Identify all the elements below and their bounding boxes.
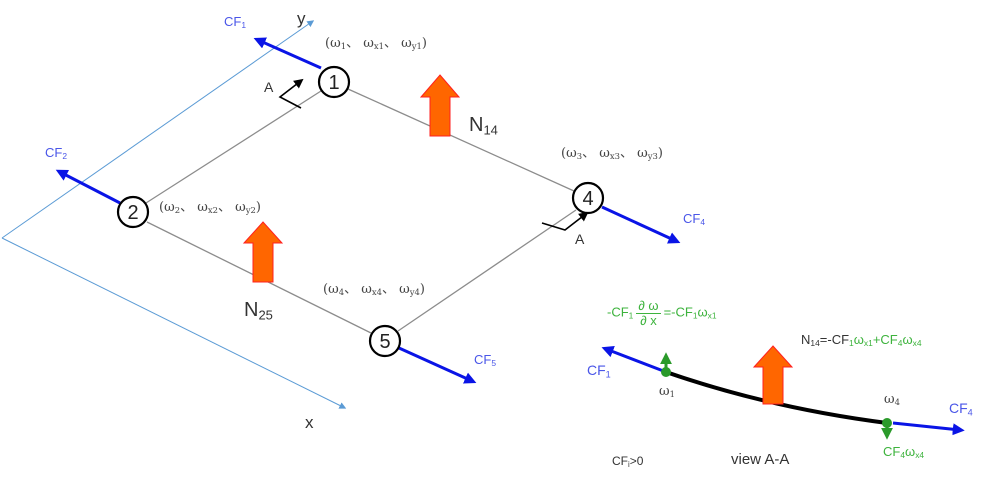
omega1-label: ω1	[659, 384, 675, 400]
edge-1-4	[347, 88, 575, 192]
section-a-bottom-label: A	[575, 231, 585, 247]
n25-label: N25	[244, 299, 273, 323]
left-boundary-formula: -CF1∂ ω∂ x=-CF1ωx1	[607, 298, 717, 328]
node-5-dof-label: (ω4、 ωx4、 ωy4)	[323, 282, 425, 298]
node-5-label: 5	[379, 331, 390, 353]
cf4-arrow	[601, 205, 681, 244]
n14-label: N14	[469, 114, 498, 138]
x-axis-label: x	[305, 413, 314, 432]
cf5-arrow	[398, 346, 477, 384]
view-title: view A-A	[731, 451, 790, 468]
n14-arrow	[419, 74, 461, 137]
view-cf1-arrow	[601, 345, 667, 374]
n14-formula: N14=-CF1ωx1+CF4ωx4	[801, 332, 922, 349]
node-2-label: 2	[127, 202, 138, 224]
n25-arrow	[242, 221, 284, 283]
omega4-label: ω4	[884, 392, 900, 408]
y-axis	[1, 20, 315, 239]
node-1	[317, 65, 351, 99]
node-4	[571, 181, 605, 215]
node-4-label: 4	[582, 188, 593, 210]
edge-2-1	[145, 90, 322, 204]
y-axis-label: y	[297, 9, 306, 28]
view-n14-arrow	[752, 345, 794, 405]
omega4-point	[882, 418, 892, 428]
node-2	[116, 195, 150, 229]
cf4-label: CF4	[683, 211, 706, 228]
node-1-dof-label: (ω1、 ωx1、 ωy1)	[325, 36, 427, 52]
cf-condition-label: CFi>0	[612, 454, 644, 469]
section-mark-top	[278, 78, 304, 109]
view-cf4-label: CF4	[949, 400, 973, 418]
cf2-label: CF2	[45, 145, 68, 162]
cf1-arrow	[253, 37, 322, 70]
cf4-wx4-label: CF4ωx4	[883, 444, 925, 461]
omega1-point	[661, 367, 671, 377]
section-a-top-label: A	[264, 79, 274, 95]
view-cf4-arrow	[892, 421, 965, 436]
view-cf1-label: CF1	[587, 362, 611, 380]
cf5-label: CF5	[474, 352, 497, 369]
cf2-arrow	[55, 169, 121, 205]
edge-5-4	[397, 209, 577, 332]
node-1-label: 1	[328, 72, 339, 94]
node-2-dof-label: (ω2、 ωx2、 ωy2)	[159, 200, 261, 216]
node-4-dof-label: (ω3、 ωx3、 ωy3)	[561, 146, 663, 162]
cf1-label: CF1	[224, 14, 247, 31]
x-axis	[1, 237, 347, 409]
section-mark-bottom	[541, 211, 589, 231]
node-5	[368, 324, 402, 358]
